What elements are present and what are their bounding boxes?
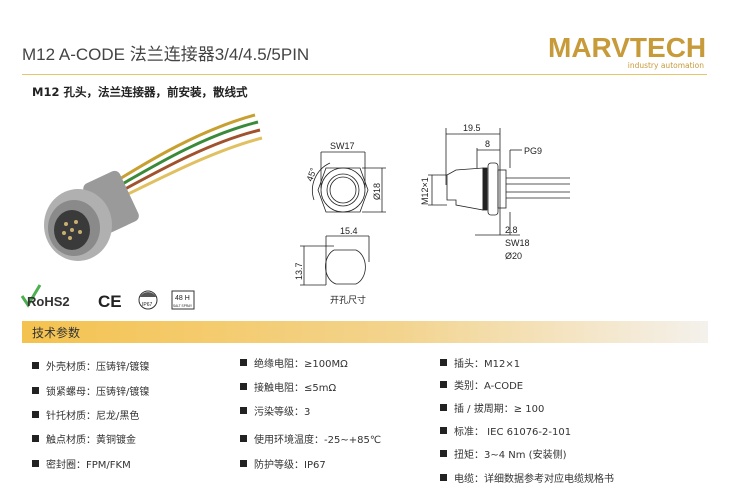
specs-title: 技术参数 <box>32 326 81 340</box>
spec-item: 电缆：详细数据参考对应电缆规格书 <box>440 470 614 485</box>
rohs2-badge: RoHS2 <box>20 284 70 309</box>
spec-text: 锁紧螺母：压铸锌/镀镍 <box>46 387 150 398</box>
cutout-label: 开孔尺寸 <box>330 294 366 305</box>
dim-19-5: 19.5 <box>463 123 481 133</box>
bullet-icon <box>32 435 39 442</box>
dim-sw18: SW18 <box>505 238 530 248</box>
spec-text: 针托材质：尼龙/黑色 <box>46 411 140 422</box>
bullet-icon <box>240 359 247 366</box>
dim-15-4: 15.4 <box>340 226 358 236</box>
dim-2-8: 2.8 <box>505 225 518 235</box>
spec-item: 标准： IEC 61076-2-101 <box>440 423 571 438</box>
spec-text: 类别：A-CODE <box>454 381 524 392</box>
specs-section-header: 技术参数 <box>22 321 708 343</box>
spec-text: 密封圈：FPM/FKM <box>46 460 131 471</box>
bullet-icon <box>32 387 39 394</box>
spec-item: 插头：M12×1 <box>440 355 520 370</box>
dim-sw17: SW17 <box>330 141 355 151</box>
spec-item: 污染等级：3 <box>240 403 310 418</box>
title-divider <box>22 74 707 75</box>
svg-text:RoHS2: RoHS2 <box>27 294 70 309</box>
spec-item: 锁紧螺母：压铸锌/镀镍 <box>32 383 149 398</box>
spec-text: 外壳材质：压铸锌/镀镍 <box>46 362 150 373</box>
spec-item: 插 / 拔周期：≥ 100 <box>440 400 544 415</box>
spec-item: 防护等级：IP67 <box>240 456 326 471</box>
bullet-icon <box>32 460 39 467</box>
spec-text: 标准： IEC 61076-2-101 <box>454 427 572 438</box>
svg-text:SALT SPRAY: SALT SPRAY <box>173 304 193 308</box>
spec-item: 接触电阻：≤5mΩ <box>240 379 336 394</box>
ce-badge: CE <box>98 292 122 311</box>
dim-8: 8 <box>485 139 490 149</box>
spec-text: 污染等级：3 <box>254 407 311 418</box>
svg-text:IP67: IP67 <box>142 302 153 308</box>
dim-angle: 45° <box>304 166 318 183</box>
dim-dia20: Ø20 <box>505 251 522 261</box>
bullet-icon <box>440 427 447 434</box>
bullet-icon <box>440 404 447 411</box>
spec-text: 插头：M12×1 <box>454 359 521 370</box>
dim-13-7: 13.7 <box>294 262 304 280</box>
spec-text: 电缆：详细数据参考对应电缆规格书 <box>454 474 614 485</box>
spec-text: 接触电阻：≤5mΩ <box>254 383 337 394</box>
product-subtitle: M12 孔头，法兰连接器，前安装，散线式 <box>32 85 248 99</box>
bullet-icon <box>440 381 447 388</box>
spec-item: 类别：A-CODE <box>440 377 523 392</box>
logo-brand: MARVTECH <box>548 32 707 63</box>
spec-text: 扭矩：3~4 Nm (安装侧) <box>454 450 567 461</box>
dim-pg9: PG9 <box>524 146 542 156</box>
spec-item: 触点材质：黄铜镀金 <box>32 431 136 446</box>
bullet-icon <box>240 383 247 390</box>
salt-spray-badge: 48 H SALT SPRAY <box>171 290 195 310</box>
ip67-badge: IP67 <box>138 290 158 310</box>
spec-item: 针托材质：尼龙/黑色 <box>32 407 139 422</box>
bullet-icon <box>440 359 447 366</box>
page-title: M12 A-CODE 法兰连接器3/4/4.5/5PIN <box>22 45 310 64</box>
side-view-drawing <box>428 128 570 236</box>
connector-photo <box>44 113 263 261</box>
logo-tagline: industry automation <box>627 61 704 70</box>
bullet-icon <box>440 474 447 481</box>
bullet-icon <box>440 450 447 457</box>
dim-dia18: Ø18 <box>372 183 382 200</box>
svg-text:48 H: 48 H <box>175 295 190 302</box>
dim-m12: M12×1 <box>420 177 430 205</box>
brand-logo: MARVTECH industry automation <box>548 32 708 71</box>
spec-text: 使用环境温度：-25~+85℃ <box>254 435 382 446</box>
bullet-icon <box>32 411 39 418</box>
spec-item: 扭矩：3~4 Nm (安装侧) <box>440 446 567 461</box>
spec-text: 插 / 拔周期：≥ 100 <box>454 404 545 415</box>
spec-text: 防护等级：IP67 <box>254 460 326 471</box>
spec-item: 绝缘电阻：≥100MΩ <box>240 355 348 370</box>
bullet-icon <box>32 362 39 369</box>
spec-item: 外壳材质：压铸锌/镀镍 <box>32 358 149 373</box>
spec-item: 密封圈：FPM/FKM <box>32 456 131 471</box>
spec-item: 使用环境温度：-25~+85℃ <box>240 431 381 446</box>
bullet-icon <box>240 460 247 467</box>
spec-text: 绝缘电阻：≥100MΩ <box>254 359 348 370</box>
bullet-icon <box>240 435 247 442</box>
bullet-icon <box>240 407 247 414</box>
front-view-drawing <box>300 151 386 286</box>
spec-text: 触点材质：黄铜镀金 <box>46 435 136 446</box>
